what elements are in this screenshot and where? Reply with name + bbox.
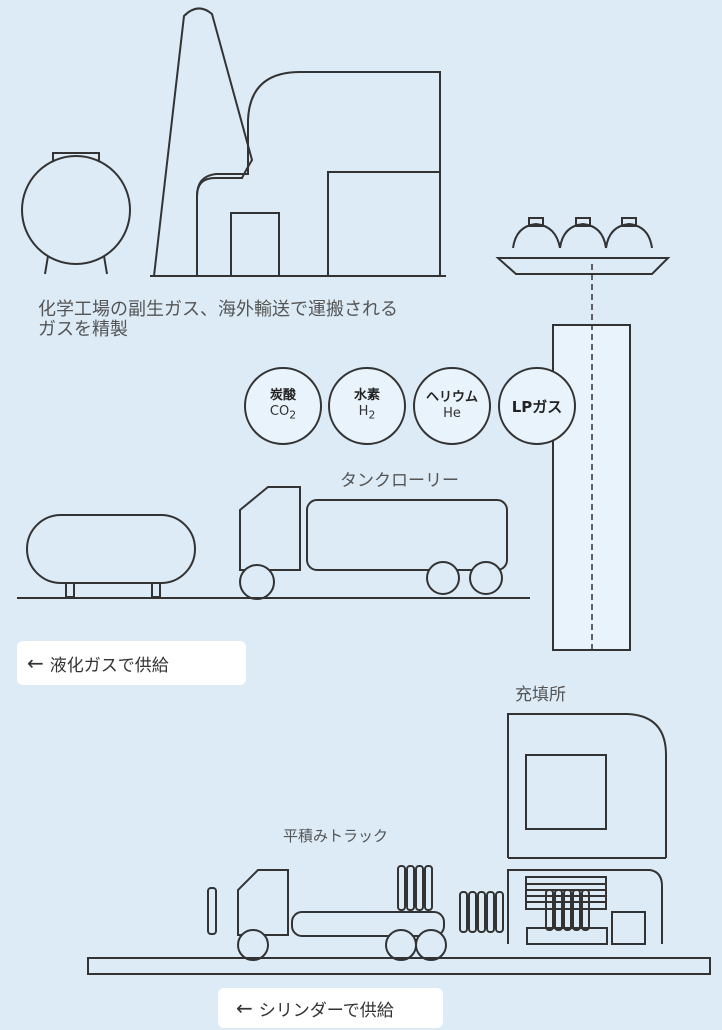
gas-badge-helium: ヘリウム He (413, 367, 491, 445)
cylinder-supply-box: ← シリンダーで供給 (218, 988, 443, 1028)
gas-formula: He (443, 406, 461, 421)
gas-carrier-ship (495, 217, 671, 275)
transport-column (552, 264, 631, 651)
filling-station-label: 充填所 (515, 685, 566, 705)
gas-name: LPガス (511, 397, 563, 416)
ground-platform-lower (87, 957, 711, 975)
cylinder-supply-label: シリンダーで供給 (258, 1000, 394, 1021)
left-arrow-icon: ← (27, 651, 44, 675)
station-cylinders (545, 889, 590, 931)
chemical-factory (150, 7, 446, 277)
gas-badge-hydrogen: 水素 H2 (328, 367, 406, 445)
gas-name: ヘリウム (425, 390, 478, 405)
factory-caption: 化学工場の副生ガス、海外輸送で運搬される ガスを精製 (38, 299, 398, 340)
flatbed-truck-label: 平積みトラック (283, 827, 389, 845)
gas-name: 炭酸 (269, 388, 296, 404)
liquefied-gas-supply-label: 液化ガスで供給 (49, 655, 169, 676)
gas-badge-lp-gas: LPガス (498, 367, 576, 445)
capsule-storage-tank (26, 514, 196, 598)
tank-lorry (239, 486, 508, 600)
flatbed-truck (237, 865, 447, 961)
single-cylinder (207, 887, 217, 935)
spherical-tank (21, 152, 131, 275)
gas-badge-carbon-dioxide: 炭酸 CO2 (244, 367, 322, 445)
tank-lorry-label: タンクローリー (340, 471, 459, 491)
gas-name: 水素 (353, 388, 380, 404)
gas-formula-subscript: 2 (368, 408, 376, 422)
gas-formula: CO (269, 404, 290, 420)
filling-station-building (507, 713, 667, 945)
ground-cylinders (459, 891, 504, 933)
liquefied-gas-supply-box: ← 液化ガスで供給 (17, 641, 246, 685)
gas-formula-subscript: 2 (289, 408, 297, 422)
gas-formula: H (358, 404, 369, 420)
left-arrow-icon: ← (236, 996, 253, 1020)
